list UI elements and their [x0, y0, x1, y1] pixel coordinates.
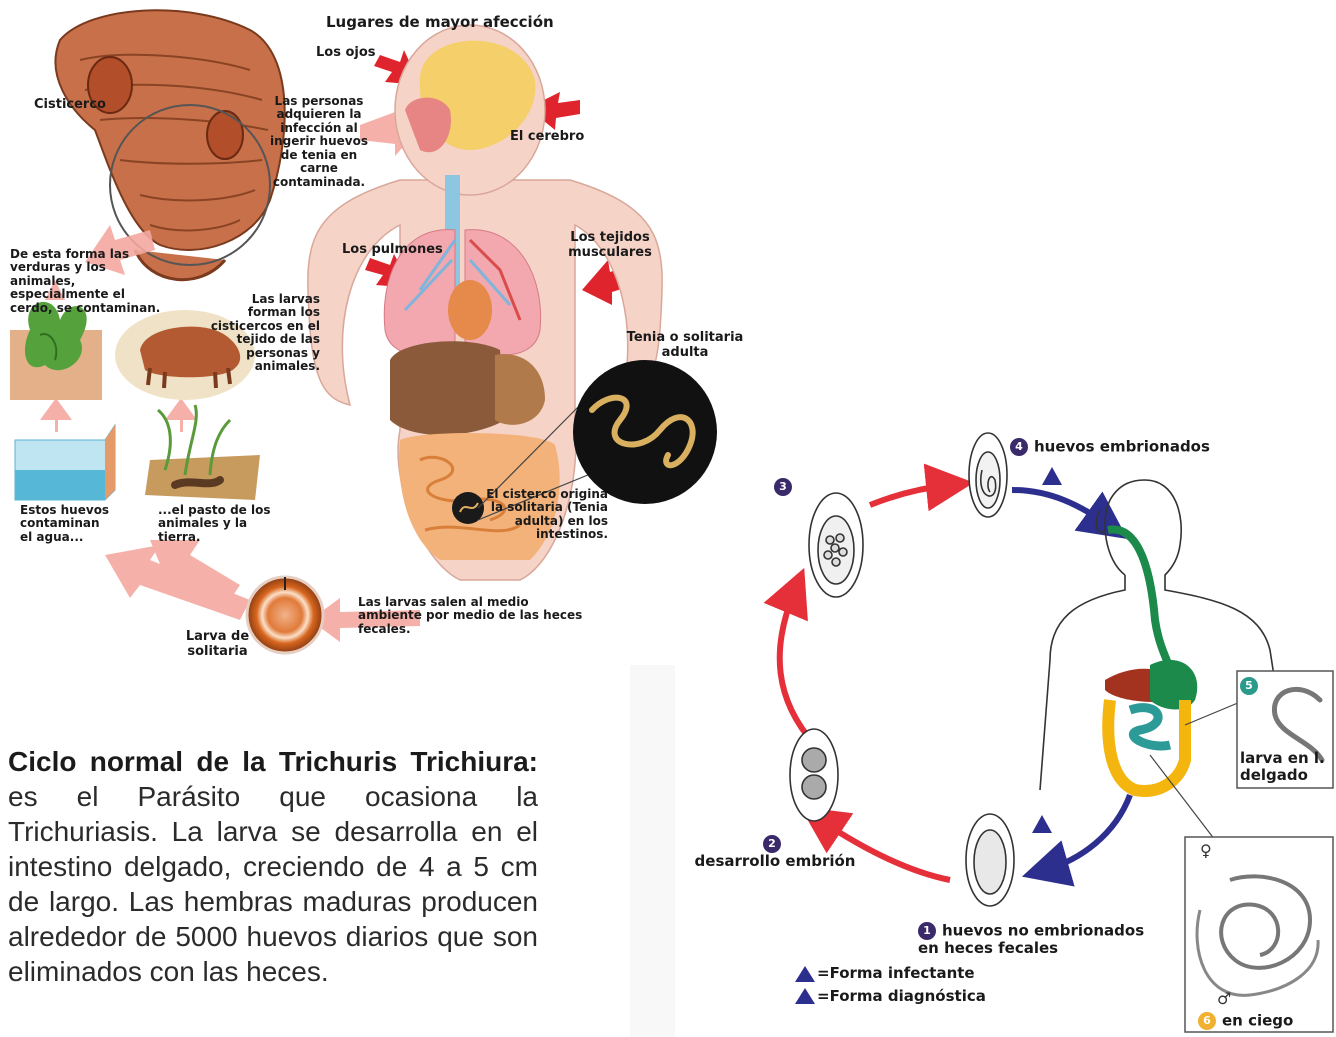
infection-note: Las personas adquieren la infección al i… — [268, 95, 370, 189]
paragraph-body: es el Parásito que ocasiona la Trichuria… — [8, 781, 538, 987]
female-symbol: ♀ — [1200, 842, 1212, 860]
paragraph-title: Ciclo normal de la Trichuris Trichiura: — [8, 746, 538, 777]
digestive-tract — [1105, 530, 1245, 840]
legend-diagnostic: =Forma diagnóstica — [817, 988, 986, 1005]
step1-text: huevos no embrionados en heces fecales — [918, 922, 1144, 958]
cysticercus-illustration — [55, 10, 284, 279]
step3-label: 3 — [774, 478, 798, 496]
label-muscles: Los tejidos musculares — [560, 231, 660, 260]
legend-infectant: =Forma infectante — [817, 965, 975, 982]
panel-edge — [630, 665, 675, 1037]
step6-text: en ciego — [1222, 1012, 1293, 1030]
step6-number: 6 — [1198, 1012, 1216, 1030]
step2-text: desarrollo embrión — [695, 852, 856, 870]
label-cysticercus: Cisticerco — [34, 98, 106, 113]
step4-text: huevos embrionados — [1034, 438, 1210, 456]
step2-number: 2 — [763, 835, 781, 853]
adult-worm-box — [1185, 837, 1333, 1032]
step5-number: 5 — [1240, 677, 1258, 695]
step4-number: 4 — [1010, 438, 1028, 456]
feces-note: Las larvas salen al medio ambiente por m… — [358, 596, 588, 636]
red-cycle-arrows — [780, 485, 950, 880]
trichuris-paragraph: Ciclo normal de la Trichuris Trichiura: … — [8, 744, 538, 989]
label-lungs: Los pulmones — [342, 243, 443, 258]
adult-tapeworm-label: Tenia o solitaria adulta — [620, 331, 750, 360]
label-brain: El cerebro — [510, 130, 584, 145]
step5-number-wrap: 5 — [1240, 677, 1264, 695]
step4-label: 4 huevos embrionados — [1010, 438, 1210, 456]
larvae-form-note: Las larvas forman los cisticercos en el … — [210, 293, 320, 374]
step6-label: 6 en ciego — [1198, 1012, 1293, 1030]
contamination-note: De esta forma las verduras y los animale… — [10, 248, 162, 315]
larva-label: Larva de solitaria — [175, 630, 260, 659]
water-note: Estos huevos contaminan el agua... — [20, 504, 110, 544]
grass-note: ...el pasto de los animales y la tierra. — [158, 504, 278, 544]
step5-text: larva en l. delgado — [1240, 750, 1330, 784]
origin-note: El cisterco origina la solitaria (Tenia … — [486, 488, 608, 542]
step3-number: 3 — [774, 478, 792, 496]
step1-number: 1 — [918, 922, 936, 940]
male-symbol: ♂ — [1217, 990, 1231, 1008]
label-eyes: Los ojos — [316, 46, 376, 61]
affected-areas-title: Lugares de mayor afección — [326, 14, 554, 31]
